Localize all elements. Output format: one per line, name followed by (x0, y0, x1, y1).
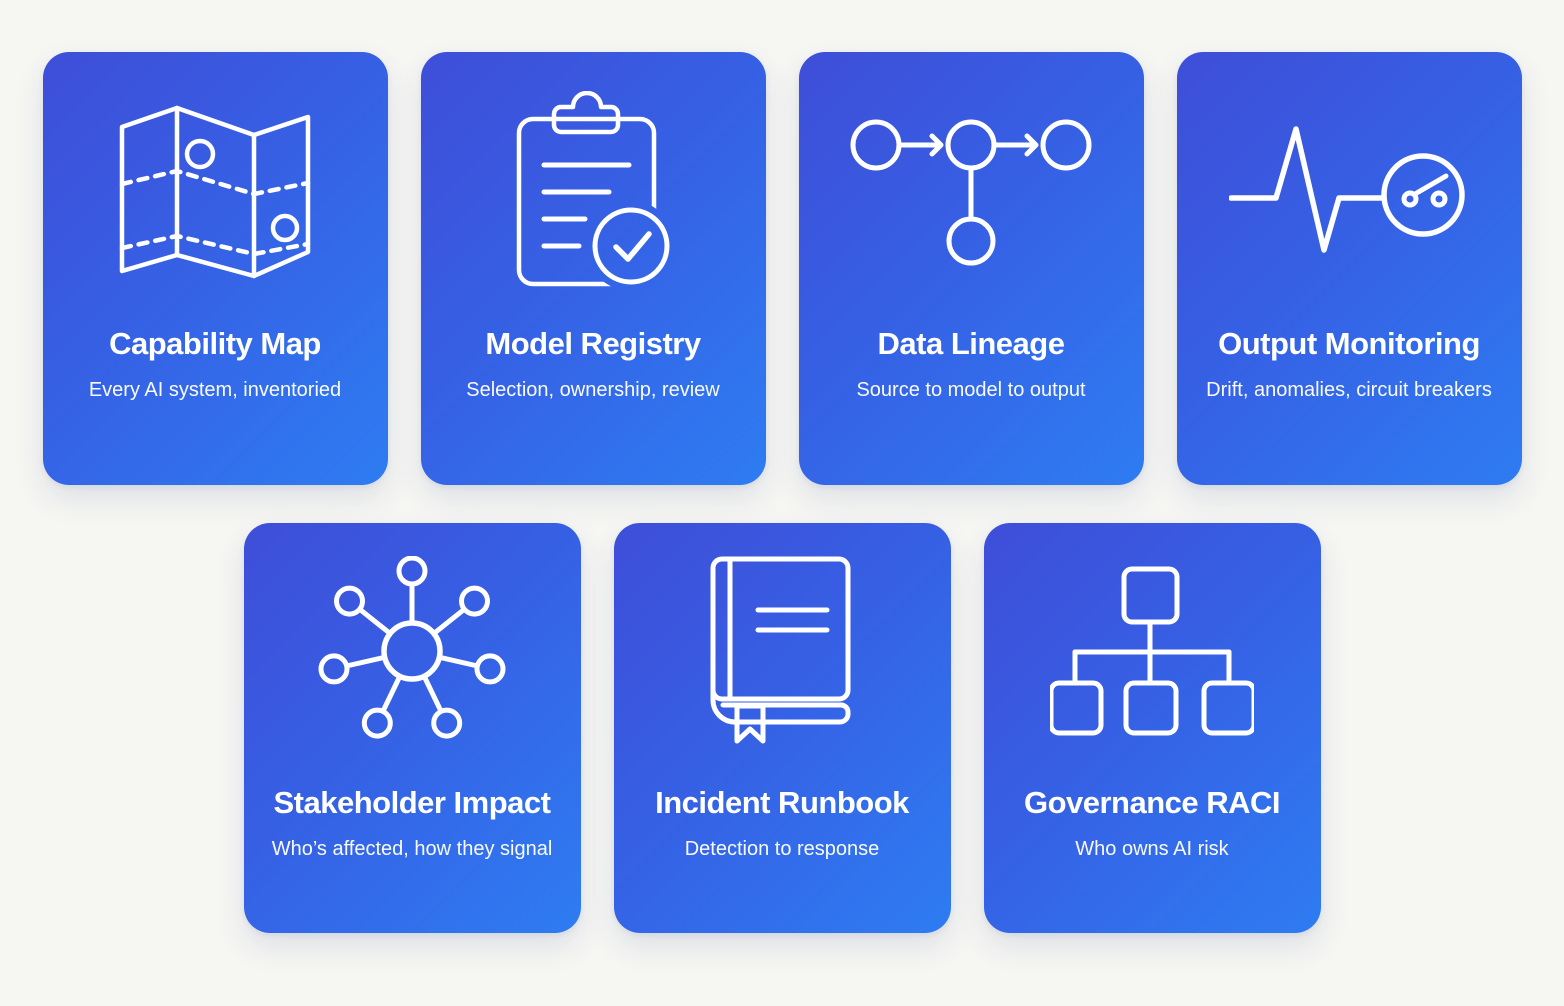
card-subtitle: Source to model to output (856, 378, 1086, 401)
map-icon (119, 92, 311, 292)
card-subtitle: Drift, anomalies, circuit breakers (1206, 378, 1492, 401)
row-bottom: Stakeholder Impact Who’s affected, how t… (243, 523, 1321, 933)
card-title: Capability Map (109, 326, 321, 361)
card-stakeholder-impact: Stakeholder Impact Who’s affected, how t… (243, 523, 581, 933)
card-subtitle: Who owns AI risk (1075, 837, 1229, 860)
card-output-monitoring: Output Monitoring Drift, anomalies, circ… (1176, 52, 1522, 485)
card-title: Governance RACI (1023, 785, 1281, 820)
card-title: Incident Runbook (655, 785, 909, 820)
card-model-registry: Model Registry Selection, ownership, rev… (420, 52, 766, 485)
lineage-graph-icon (849, 92, 1093, 292)
card-governance-raci: Governance RACI Who owns AI risk (983, 523, 1321, 933)
card-incident-runbook: Incident Runbook Detection to response (613, 523, 951, 933)
card-subtitle: Who’s affected, how they signal (271, 837, 553, 860)
card-title: Stakeholder Impact (273, 785, 551, 820)
card-title: Data Lineage (877, 326, 1065, 361)
card-data-lineage: Data Lineage Source to model to output (798, 52, 1144, 485)
card-title: Model Registry (485, 326, 701, 361)
row-top: Capability Map Every AI system, inventor… (42, 52, 1522, 485)
clipboard-check-icon (516, 91, 671, 292)
pulse-breaker-icon (1229, 92, 1469, 292)
card-subtitle: Every AI system, inventoried (88, 378, 342, 401)
card-subtitle: Detection to response (684, 837, 880, 860)
card-capability-map: Capability Map Every AI system, inventor… (42, 52, 388, 485)
card-subtitle: Selection, ownership, review (466, 378, 720, 401)
card-title: Output Monitoring (1218, 326, 1480, 361)
hub-spoke-icon (317, 551, 507, 751)
runbook-icon (710, 551, 855, 751)
org-chart-icon (1050, 551, 1254, 751)
